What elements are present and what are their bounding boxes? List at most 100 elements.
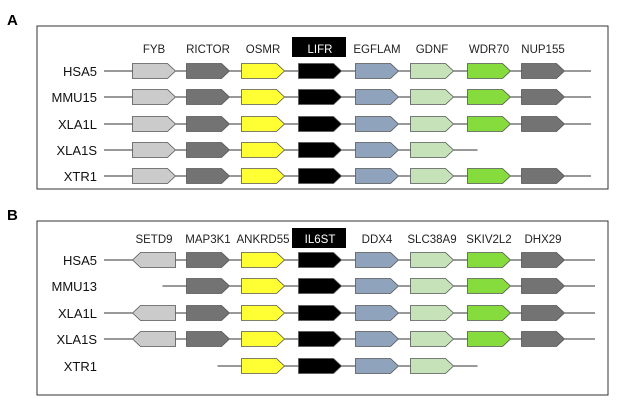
panel-b-row-xla1s-gene-map3k1 xyxy=(186,331,231,347)
panel-a-row-hsa5-gene-wdr70 xyxy=(467,63,512,79)
panel-b-row-xla1s-gene-ddx4 xyxy=(355,331,400,347)
panel-a-row-xtr1-gene-lifr xyxy=(298,168,343,184)
panel-b-row-mmu13-gene-il6st xyxy=(298,278,343,294)
panel-a-row-xla1s-label: XLA1S xyxy=(57,143,98,158)
panel-a-frame xyxy=(36,25,609,190)
panel-b-row-hsa5-gene-dhx29 xyxy=(521,252,566,268)
panel-a-row-xla1s-gene-lifr xyxy=(298,142,343,158)
panel-b-row-xla1l-gene-setd9 xyxy=(131,305,176,321)
panel-a-row-mmu15-gene-nup155 xyxy=(521,89,566,105)
panel-a-gene-label-fyb: FYB xyxy=(143,44,166,56)
panel-b-gene-label-skiv2l2: SKIV2L2 xyxy=(466,234,511,246)
panel-a-row-hsa5-label: HSA5 xyxy=(63,64,97,79)
panel-b-gene-label-ankrd55: ANKRD55 xyxy=(236,234,289,246)
panel-b-gene-label-dhx29: DHX29 xyxy=(524,234,561,246)
panel-a-row-hsa5-gene-gdnf xyxy=(410,63,455,79)
panel-a-row-xla1l-gene-wdr70 xyxy=(467,116,512,132)
panel-b-row-mmu13-label: MMU13 xyxy=(51,279,97,294)
panel-a-row-mmu15-gene-osmr xyxy=(241,89,286,105)
panel-b-frame xyxy=(36,220,609,396)
panel-b-row-hsa5-label: HSA5 xyxy=(63,253,97,268)
panel-a-row-xla1l-gene-egflam xyxy=(355,116,400,132)
panel-a-row-mmu15-gene-wdr70 xyxy=(467,89,512,105)
panel-a-row-xla1s-gene-fyb xyxy=(132,142,177,158)
panel-b-gene-label-il6st: IL6ST xyxy=(305,234,336,246)
panel-a-row-xla1s-gene-gdnf xyxy=(410,142,455,158)
panel-a-row-hsa5-gene-lifr xyxy=(298,63,343,79)
panel-b-gene-label-ddx4: DDX4 xyxy=(362,234,393,246)
panel-a-gene-label-osmr: OSMR xyxy=(246,44,281,56)
panel-a-row-xtr1-gene-nup155 xyxy=(521,168,566,184)
panel-b-row-mmu13-gene-skiv2l2 xyxy=(467,278,512,294)
panel-a-gene-label-lifr: LIFR xyxy=(308,44,333,56)
panel-b-row-hsa5-gene-slc38a9 xyxy=(410,252,455,268)
panel-b-row-xla1l-gene-slc38a9 xyxy=(410,305,455,321)
panel-a-row-hsa5-gene-rictor xyxy=(186,63,231,79)
panel-a-row-mmu15-gene-egflam xyxy=(355,89,400,105)
panel-a-row-xtr1-gene-rictor xyxy=(186,168,231,184)
panel-a-row-xtr1-gene-wdr70 xyxy=(467,168,512,184)
panel-b-row-xla1l-gene-ankrd55 xyxy=(241,305,286,321)
panel-a-row-xla1l-gene-nup155 xyxy=(521,116,566,132)
panel-b-row-xla1l-label: XLA1L xyxy=(58,306,97,321)
panel-b-row-hsa5-gene-ddx4 xyxy=(355,252,400,268)
panel-a-row-xtr1-gene-osmr xyxy=(241,168,286,184)
panel-a-gene-label-egflam: EGFLAM xyxy=(353,44,400,56)
panel-b-row-xla1l-gene-il6st xyxy=(298,305,343,321)
panel-a-row-hsa5-gene-egflam xyxy=(355,63,400,79)
panel-a-row-mmu15-label: MMU15 xyxy=(51,90,97,105)
panel-b-row-xtr1-gene-slc38a9 xyxy=(410,358,455,374)
panel-b-row-xla1s-gene-il6st xyxy=(298,331,343,347)
panel-a-row-xla1l-gene-lifr xyxy=(298,116,343,132)
panel-b-highlight-box xyxy=(292,228,346,248)
panel-b-row-xtr1-gene-ddx4 xyxy=(355,358,400,374)
panel-b-row-mmu13-gene-map3k1 xyxy=(186,278,231,294)
panel-b-row-xtr1-label: XTR1 xyxy=(64,359,97,374)
panel-a-row-xla1s-gene-osmr xyxy=(241,142,286,158)
panel-b-letter: B xyxy=(7,207,18,224)
panel-a-row-xla1l-gene-fyb xyxy=(132,116,177,132)
panel-b-row-hsa5-gene-il6st xyxy=(298,252,343,268)
panel-b-row-xla1l-gene-ddx4 xyxy=(355,305,400,321)
panel-b-gene-label-map3k1: MAP3K1 xyxy=(185,234,230,246)
panel-a-row-xla1l-gene-gdnf xyxy=(410,116,455,132)
panel-b-row-xla1l-gene-dhx29 xyxy=(521,305,566,321)
panel-a-row-xla1l-gene-rictor xyxy=(186,116,231,132)
panel-b-row-hsa5-gene-map3k1 xyxy=(186,252,231,268)
panel-b-row-xla1s-gene-dhx29 xyxy=(521,331,566,347)
panel-b-row-xla1s-gene-setd9 xyxy=(131,331,176,347)
panel-a-row-xla1s-gene-egflam xyxy=(355,142,400,158)
panel-a-row-mmu15-gene-gdnf xyxy=(410,89,455,105)
panel-a-row-xtr1-label: XTR1 xyxy=(64,169,97,184)
panel-b-row-hsa5-gene-setd9 xyxy=(131,252,176,268)
panel-b-row-hsa5-gene-ankrd55 xyxy=(241,252,286,268)
panel-a-row-xtr1-gene-egflam xyxy=(355,168,400,184)
panel-a-row-mmu15-gene-rictor xyxy=(186,89,231,105)
panel-b-gene-label-setd9: SETD9 xyxy=(135,234,172,246)
panel-a-row-hsa5-gene-osmr xyxy=(241,63,286,79)
panel-b-gene-label-slc38a9: SLC38A9 xyxy=(407,234,456,246)
panel-b-row-xtr1-gene-il6st xyxy=(298,358,343,374)
panel-b-row-xla1l-gene-map3k1 xyxy=(186,305,231,321)
panel-b-row-xla1s-gene-slc38a9 xyxy=(410,331,455,347)
panel-b-row-xtr1-gene-ankrd55 xyxy=(241,358,286,374)
panel-a-gene-label-rictor: RICTOR xyxy=(186,44,230,56)
panel-b-row-xla1l-gene-skiv2l2 xyxy=(467,305,512,321)
panel-b-row-mmu13-gene-ankrd55 xyxy=(241,278,286,294)
panel-a-row-xla1l-label: XLA1L xyxy=(58,117,97,132)
panel-a-row-hsa5-gene-fyb xyxy=(132,63,177,79)
panel-a-gene-label-nup155: NUP155 xyxy=(521,44,564,56)
panel-a-gene-label-gdnf: GDNF xyxy=(416,44,449,56)
panel-b-row-xla1s-gene-ankrd55 xyxy=(241,331,286,347)
panel-a-letter: A xyxy=(7,12,18,29)
panel-a-row-hsa5-gene-nup155 xyxy=(521,63,566,79)
panel-a-row-xla1l-gene-osmr xyxy=(241,116,286,132)
panel-b-row-mmu13-gene-slc38a9 xyxy=(410,278,455,294)
panel-a-row-mmu15-gene-lifr xyxy=(298,89,343,105)
panel-b-row-mmu13-gene-ddx4 xyxy=(355,278,400,294)
panel-a-gene-label-wdr70: WDR70 xyxy=(469,44,509,56)
panel-a-row-mmu15-gene-fyb xyxy=(132,89,177,105)
panel-a-row-xtr1-gene-fyb xyxy=(132,168,177,184)
panel-a-row-xla1s-gene-rictor xyxy=(186,142,231,158)
